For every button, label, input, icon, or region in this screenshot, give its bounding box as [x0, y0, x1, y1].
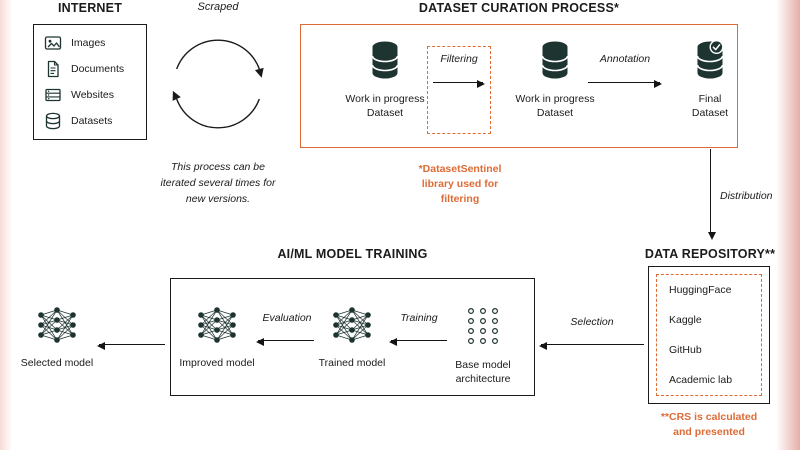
stage-label: Improved model — [179, 357, 255, 369]
repository-item: Kaggle — [669, 314, 702, 326]
curation-stage-final: Final Dataset — [680, 39, 740, 121]
curation-footnote: *DatasetSentinel library used for filter… — [418, 163, 502, 206]
filtering-arrow — [433, 79, 485, 88]
database-check-icon — [696, 39, 724, 79]
filtering-label: Filtering — [440, 53, 478, 65]
stage-label: Base model architecture — [455, 359, 511, 385]
stage-label: Final Dataset — [691, 93, 729, 119]
repository-dashed-box: HuggingFace Kaggle GitHub Academic lab — [656, 274, 762, 396]
annotation-label: Annotation — [599, 53, 651, 65]
repository-item: HuggingFace — [669, 284, 732, 296]
distribution-arrow — [707, 149, 716, 240]
selection-arrow — [539, 341, 644, 350]
curation-title: DATASET CURATION PROCESS* — [418, 1, 620, 15]
stage-label: Work in progress Dataset — [515, 93, 595, 119]
curation-stage-wip1: Work in progress Dataset — [343, 40, 427, 121]
repository-footnote: **CRS is calculated and presented — [660, 411, 758, 439]
document-icon — [47, 60, 59, 78]
training-stage-base: Base model architecture — [437, 306, 529, 387]
distribution-label: Distribution — [720, 190, 773, 202]
internet-item-label: Websites — [71, 89, 114, 101]
selected-model-arrow — [97, 341, 165, 350]
internet-item: Images — [44, 34, 142, 52]
website-icon — [45, 88, 61, 102]
curation-box — [300, 24, 738, 148]
database-icon — [371, 41, 399, 79]
cycle-arrows-icon — [172, 39, 264, 129]
training-box — [170, 278, 535, 396]
edge-glow-right — [776, 0, 800, 450]
annotation-arrow — [588, 79, 662, 88]
internet-item: Datasets — [44, 112, 142, 130]
repository-box: HuggingFace Kaggle GitHub Academic lab — [648, 266, 770, 404]
training-title: AI/ML MODEL TRAINING — [277, 247, 428, 261]
database-icon — [45, 112, 61, 130]
image-icon — [44, 36, 62, 50]
internet-title: INTERNET — [57, 1, 123, 15]
internet-box: Images Documents Websites Dat — [33, 24, 147, 140]
internet-item-label: Datasets — [71, 115, 113, 127]
internet-item-label: Documents — [71, 63, 125, 75]
neural-network-icon — [38, 307, 76, 343]
stage-label: Selected model — [20, 357, 94, 369]
filtering-highlight-box — [427, 46, 491, 134]
database-icon — [541, 41, 569, 79]
training-arrow — [389, 337, 447, 346]
edge-glow-left — [0, 0, 12, 450]
stage-label: Work in progress Dataset — [345, 93, 425, 119]
selected-model-stage: Selected model — [12, 306, 102, 371]
scraped-label: Scraped — [197, 1, 239, 13]
internet-item: Websites — [44, 86, 142, 104]
evaluation-label: Evaluation — [262, 312, 312, 324]
iteration-note: This process can be iterated several tim… — [160, 161, 276, 205]
curation-stage-wip2: Work in progress Dataset — [513, 40, 597, 121]
neural-network-icon — [333, 307, 371, 343]
training-stage-improved: Improved model — [172, 306, 262, 371]
internet-item: Documents — [44, 60, 142, 78]
training-arrow-label: Training — [400, 312, 438, 324]
dot-grid-icon — [467, 307, 499, 344]
repository-item: Academic lab — [669, 374, 733, 386]
training-stage-trained: Trained model — [307, 306, 397, 371]
neural-network-icon — [198, 307, 236, 343]
stage-label: Trained model — [318, 357, 386, 369]
repository-title: DATA REPOSITORY** — [644, 247, 776, 261]
selection-label: Selection — [570, 316, 614, 328]
evaluation-arrow — [256, 337, 314, 346]
internet-item-label: Images — [71, 37, 106, 49]
repository-item: GitHub — [669, 344, 702, 356]
